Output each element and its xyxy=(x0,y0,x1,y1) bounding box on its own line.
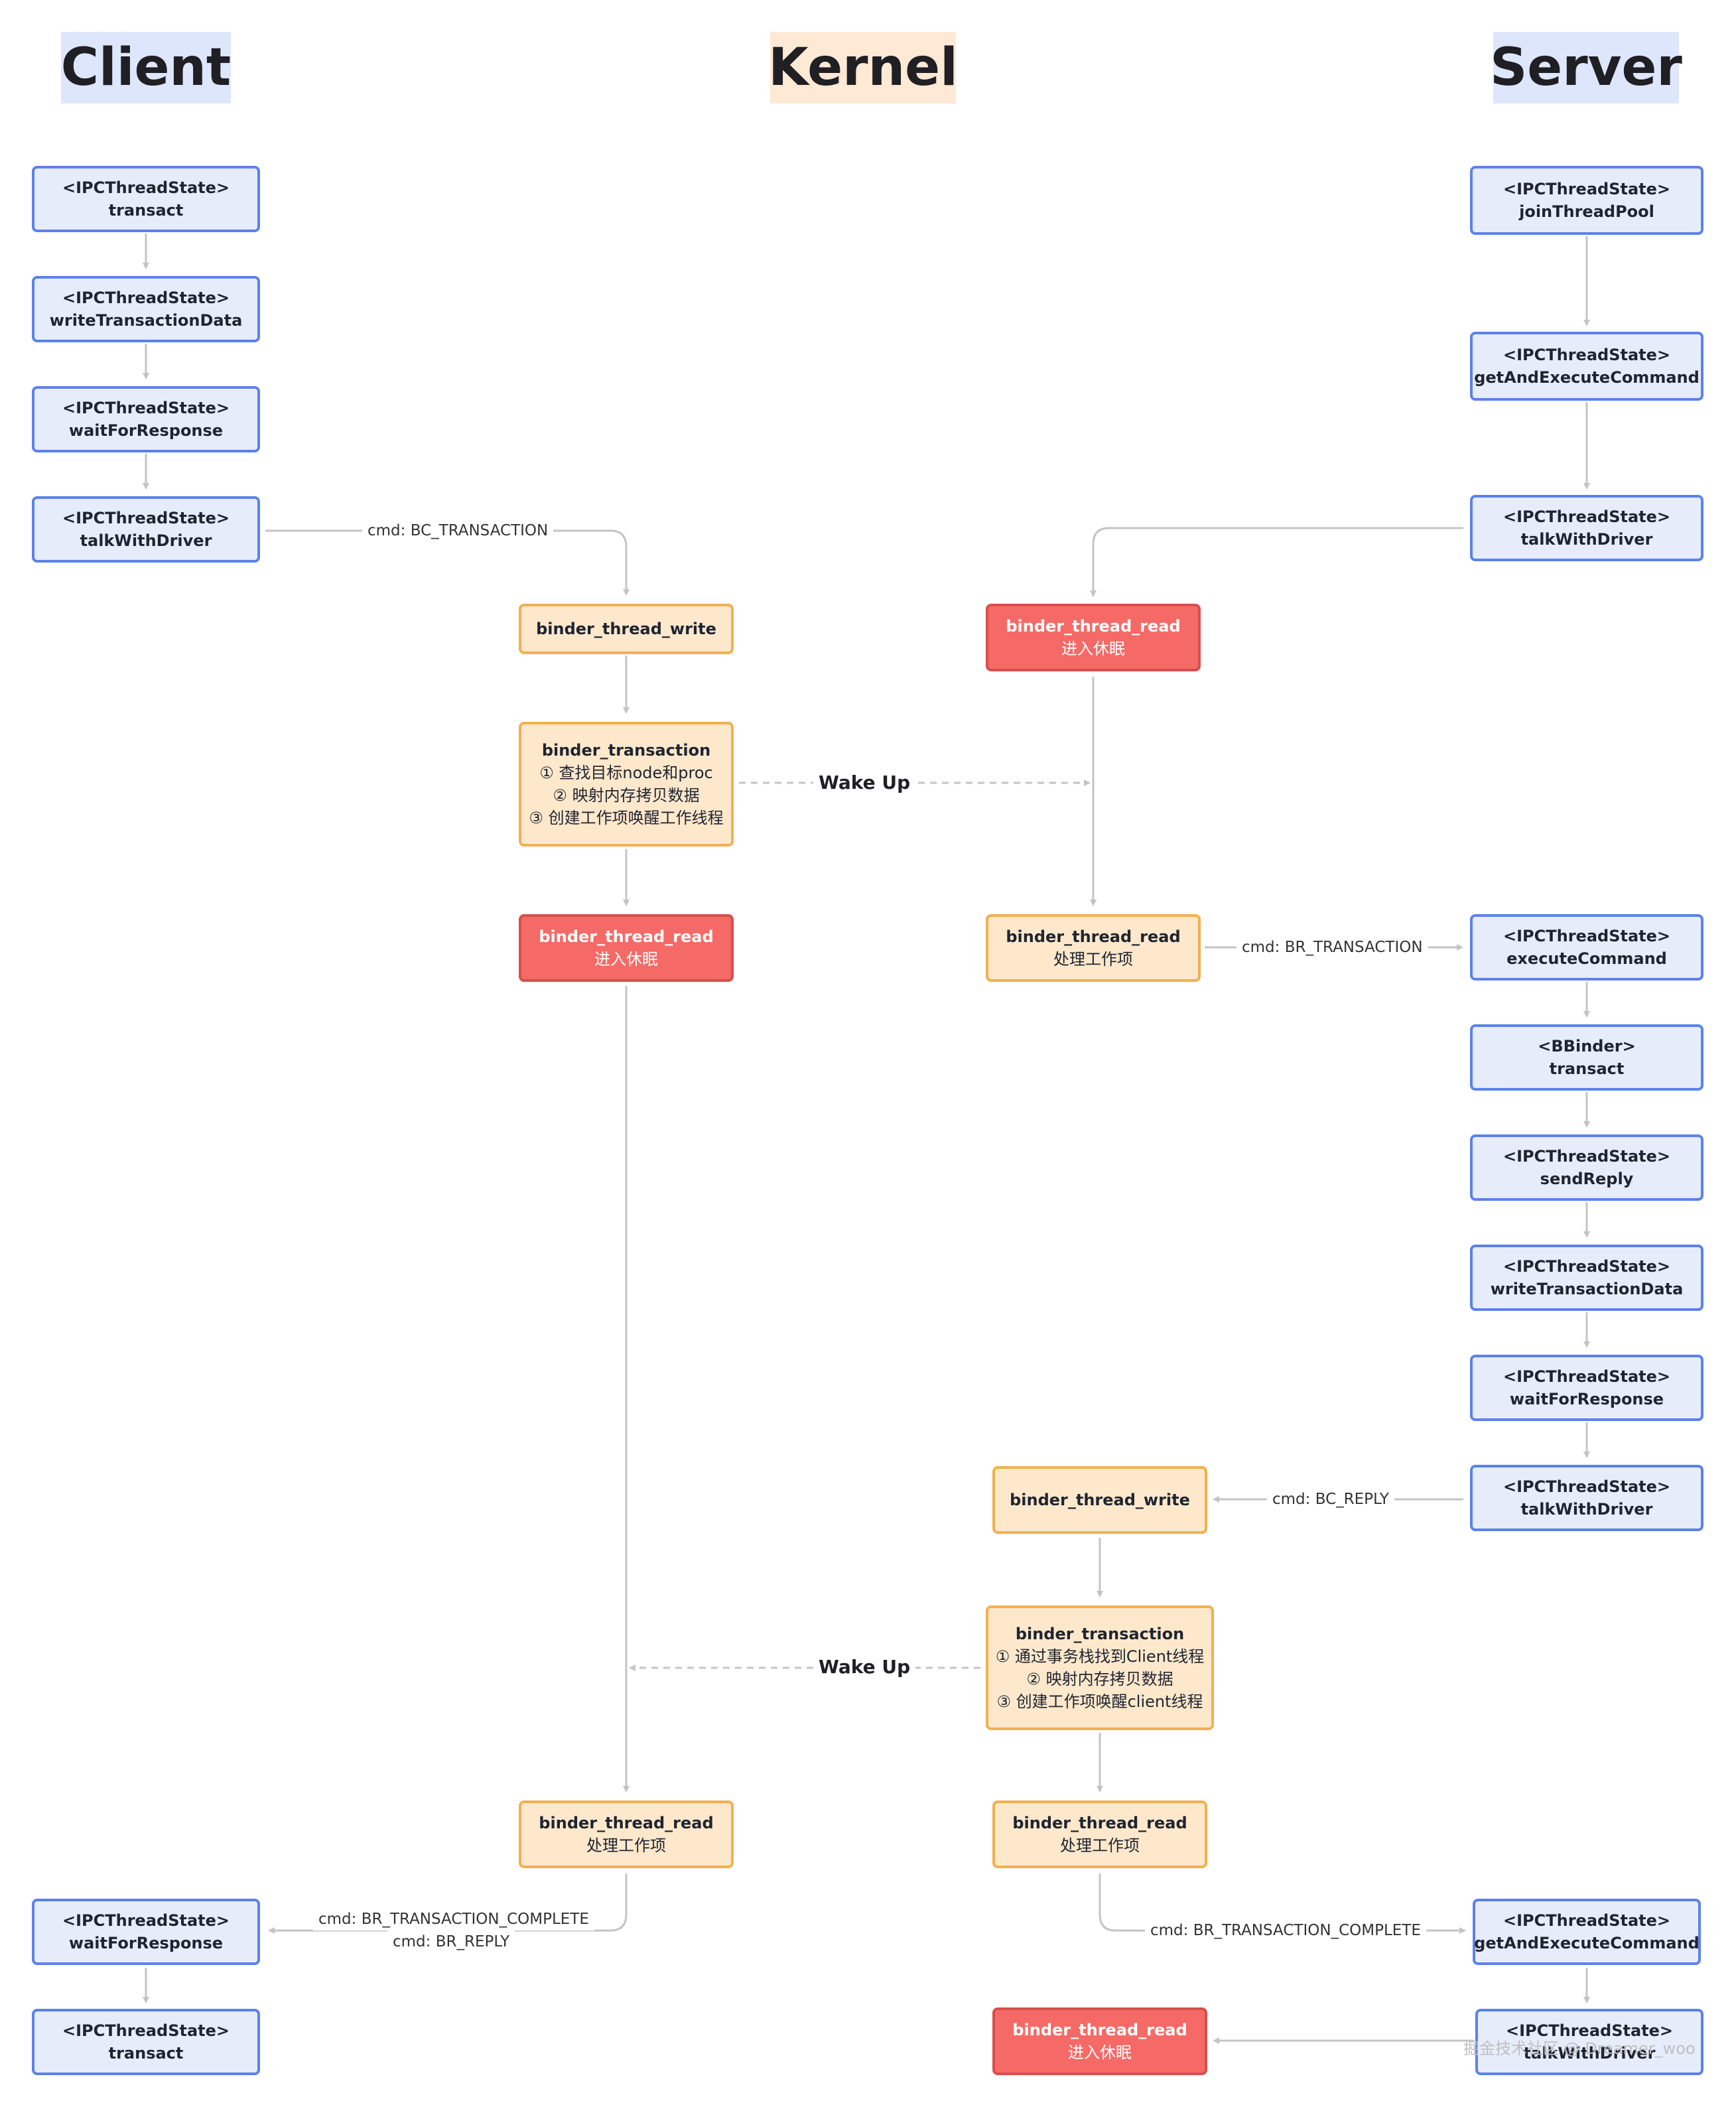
server-talk-with-driver-node-3[interactable]: <IPCThreadState> talkWithDriver xyxy=(1475,2009,1703,2075)
node-method: transact xyxy=(1549,1059,1625,1078)
client-talk-with-driver-node[interactable]: <IPCThreadState> talkWithDriver xyxy=(32,496,260,563)
node-subtitle: 处理工作项 xyxy=(586,1836,666,1855)
node-class: <IPCThreadState> xyxy=(1503,1911,1670,1930)
kernel-server-read-work-node-2[interactable]: binder_thread_read 处理工作项 xyxy=(992,1800,1207,1868)
server-send-reply-node[interactable]: <IPCThreadState> sendReply xyxy=(1470,1134,1703,1201)
node-title: binder_thread_read xyxy=(539,927,714,946)
node-method: getAndExecuteCommand xyxy=(1474,368,1700,387)
node-class: <IPCThreadState> xyxy=(62,399,230,417)
node-title: binder_thread_read xyxy=(1012,1814,1187,1832)
node-step-2: ② 映射内存拷贝数据 xyxy=(553,786,700,805)
node-class: <BBinder> xyxy=(1538,1037,1636,1055)
kernel-binder-thread-write-node[interactable]: binder_thread_write xyxy=(519,604,734,654)
label-br-reply: cmd: BR_REPLY xyxy=(387,1931,515,1953)
kernel-server-read-sleep-node[interactable]: binder_thread_read 进入休眠 xyxy=(986,604,1201,671)
node-class: <IPCThreadState> xyxy=(62,1911,230,1930)
server-header: Server xyxy=(1490,32,1682,103)
node-method: talkWithDriver xyxy=(1523,2044,1656,2063)
node-subtitle: 进入休眠 xyxy=(1068,2043,1132,2062)
node-method: writeTransactionData xyxy=(49,311,243,330)
node-title: binder_thread_read xyxy=(1006,927,1181,946)
node-step-3: ③ 创建工作项唤醒client线程 xyxy=(996,1692,1203,1711)
node-title: binder_thread_write xyxy=(1010,1491,1190,1509)
kernel-binder-thread-read-work-node[interactable]: binder_thread_read 处理工作项 xyxy=(519,1800,734,1868)
node-method: sendReply xyxy=(1540,1170,1634,1188)
node-method: waitForResponse xyxy=(68,1934,224,1952)
node-subtitle: 处理工作项 xyxy=(1053,950,1133,969)
label-br-transaction-complete-server: cmd: BR_TRANSACTION_COMPLETE xyxy=(1145,1919,1426,1942)
node-step-1: ① 查找目标node和proc xyxy=(539,764,713,782)
node-class: <IPCThreadState> xyxy=(1503,508,1670,526)
client-wait-for-response-node-2[interactable]: <IPCThreadState> waitForResponse xyxy=(32,1899,260,1965)
node-method: executeCommand xyxy=(1506,949,1667,968)
arrow-bc-transaction xyxy=(265,529,630,596)
node-method: waitForResponse xyxy=(1509,1390,1664,1408)
node-class: <IPCThreadState> xyxy=(62,2021,230,2040)
node-method: waitForResponse xyxy=(68,421,224,440)
server-wait-for-response-node[interactable]: <IPCThreadState> waitForResponse xyxy=(1470,1355,1703,1421)
node-class: <IPCThreadState> xyxy=(62,509,230,527)
server-talk-with-driver-node-2[interactable]: <IPCThreadState> talkWithDriver xyxy=(1470,1465,1703,1531)
server-execute-command-node[interactable]: <IPCThreadState> executeCommand xyxy=(1470,914,1703,981)
node-class: <IPCThreadState> xyxy=(1503,180,1670,198)
node-method: transact xyxy=(108,201,184,220)
node-subtitle: 进入休眠 xyxy=(594,950,658,969)
kernel-server-read-sleep-node-2[interactable]: binder_thread_read 进入休眠 xyxy=(992,2007,1207,2075)
kernel-binder-thread-read-sleep-node[interactable]: binder_thread_read 进入休眠 xyxy=(519,914,734,982)
node-class: <IPCThreadState> xyxy=(1503,927,1670,945)
server-bbinder-transact-node[interactable]: <BBinder> transact xyxy=(1470,1024,1703,1091)
kernel-server-transaction-node[interactable]: binder_transaction ① 通过事务栈找到Client线程 ② 映… xyxy=(986,1605,1214,1730)
kernel-binder-transaction-node[interactable]: binder_transaction ① 查找目标node和proc ② 映射内… xyxy=(519,722,734,847)
node-class: <IPCThreadState> xyxy=(1503,1477,1670,1496)
node-method: talkWithDriver xyxy=(1520,530,1653,549)
node-method: transact xyxy=(108,2044,184,2063)
server-join-thread-pool-node[interactable]: <IPCThreadState> joinThreadPool xyxy=(1470,166,1703,235)
node-class: <IPCThreadState> xyxy=(1503,1367,1670,1386)
node-class: <IPCThreadState> xyxy=(1503,1147,1670,1166)
kernel-header: Kernel xyxy=(768,32,958,103)
watermark: 掘金技术社区 @ Dreamer_woo xyxy=(1463,2039,1696,2058)
node-class: <IPCThreadState> xyxy=(1503,346,1670,364)
server-write-transaction-data-node[interactable]: <IPCThreadState> writeTransactionData xyxy=(1470,1245,1703,1311)
client-write-transaction-data-node[interactable]: <IPCThreadState> writeTransactionData xyxy=(32,276,260,342)
label-wake-up-1: Wake Up xyxy=(813,772,916,794)
node-class: <IPCThreadState> xyxy=(1503,1257,1670,1276)
label-br-transaction: cmd: BR_TRANSACTION xyxy=(1236,936,1428,959)
kernel-server-write-node[interactable]: binder_thread_write xyxy=(992,1466,1207,1534)
node-subtitle: 处理工作项 xyxy=(1060,1836,1140,1855)
arrow-server-talk-to-kread xyxy=(1090,527,1463,597)
label-bc-reply: cmd: BC_REPLY xyxy=(1267,1488,1394,1511)
node-method: talkWithDriver xyxy=(1520,1500,1653,1519)
node-title: binder_thread_read xyxy=(1012,2021,1187,2039)
node-class: <IPCThreadState> xyxy=(62,289,230,307)
client-wait-for-response-node[interactable]: <IPCThreadState> waitForResponse xyxy=(32,386,260,452)
arrow-br-reply-to-client xyxy=(268,1873,628,1934)
server-talk-with-driver-node[interactable]: <IPCThreadState> talkWithDriver xyxy=(1470,495,1703,561)
node-title: binder_thread_read xyxy=(1006,617,1181,636)
node-class: <IPCThreadState> xyxy=(62,178,230,197)
node-subtitle: 进入休眠 xyxy=(1061,640,1125,658)
node-title: binder_transaction xyxy=(541,741,711,760)
node-method: talkWithDriver xyxy=(80,531,212,550)
node-class: <IPCThreadState> xyxy=(1506,2021,1673,2040)
node-title: binder_thread_write xyxy=(536,620,716,638)
label-br-transaction-complete-client: cmd: BR_TRANSACTION_COMPLETE xyxy=(313,1908,594,1931)
node-method: writeTransactionData xyxy=(1490,1280,1684,1298)
server-get-and-execute-command-node-2[interactable]: <IPCThreadState> getAndExecuteCommand xyxy=(1473,1899,1701,1965)
node-method: getAndExecuteCommand xyxy=(1474,1934,1700,1952)
node-title: binder_transaction xyxy=(1015,1625,1185,1643)
label-bc-transaction: cmd: BC_TRANSACTION xyxy=(362,519,554,542)
client-transact-node[interactable]: <IPCThreadState> transact xyxy=(32,166,260,232)
node-title: binder_thread_read xyxy=(539,1814,714,1832)
client-header: Client xyxy=(61,32,231,103)
server-get-and-execute-command-node[interactable]: <IPCThreadState> getAndExecuteCommand xyxy=(1470,332,1703,401)
node-step-2: ② 映射内存拷贝数据 xyxy=(1026,1670,1173,1688)
arrow-br-tc-to-server xyxy=(1099,1873,1466,1934)
kernel-server-read-work-node[interactable]: binder_thread_read 处理工作项 xyxy=(986,914,1201,982)
node-step-1: ① 通过事务栈找到Client线程 xyxy=(995,1647,1205,1666)
client-transact-node-2[interactable]: <IPCThreadState> transact xyxy=(32,2009,260,2075)
node-method: joinThreadPool xyxy=(1519,202,1654,221)
node-step-3: ③ 创建工作项唤醒工作线程 xyxy=(529,809,724,827)
label-wake-up-2: Wake Up xyxy=(813,1656,916,1678)
